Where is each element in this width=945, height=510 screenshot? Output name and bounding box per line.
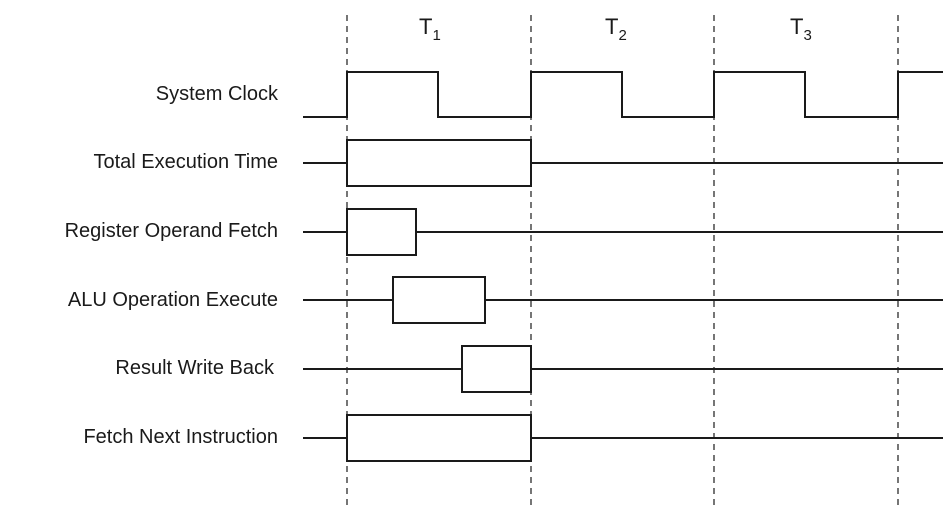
signal-result-write-back xyxy=(303,345,943,393)
signal-active-box xyxy=(346,414,532,462)
signal-active-box xyxy=(392,276,486,324)
row-label-system-clock: System Clock xyxy=(156,83,279,105)
signal-alu-operation-execute xyxy=(303,276,943,324)
row-label-alu-operation-execute: ALU Operation Execute xyxy=(68,289,278,311)
period-label-t2: T2 xyxy=(605,14,627,44)
system-clock-waveform xyxy=(303,71,943,118)
signal-register-operand-fetch xyxy=(303,208,943,256)
period-label-t1: T1 xyxy=(419,14,441,44)
period-label-t3: T3 xyxy=(790,14,812,44)
row-label-result-write-back: Result Write Back xyxy=(115,357,275,379)
signal-active-box xyxy=(461,345,532,393)
signal-fetch-next-instruction xyxy=(303,414,943,462)
signal-active-box xyxy=(346,139,532,187)
signal-total-execution-time xyxy=(303,139,943,187)
row-label-fetch-next-instruction: Fetch Next Instruction xyxy=(83,426,278,448)
row-label-register-operand-fetch: Register Operand Fetch xyxy=(65,220,278,242)
signal-active-box xyxy=(346,208,417,256)
row-label-total-execution-time: Total Execution Time xyxy=(93,151,278,173)
